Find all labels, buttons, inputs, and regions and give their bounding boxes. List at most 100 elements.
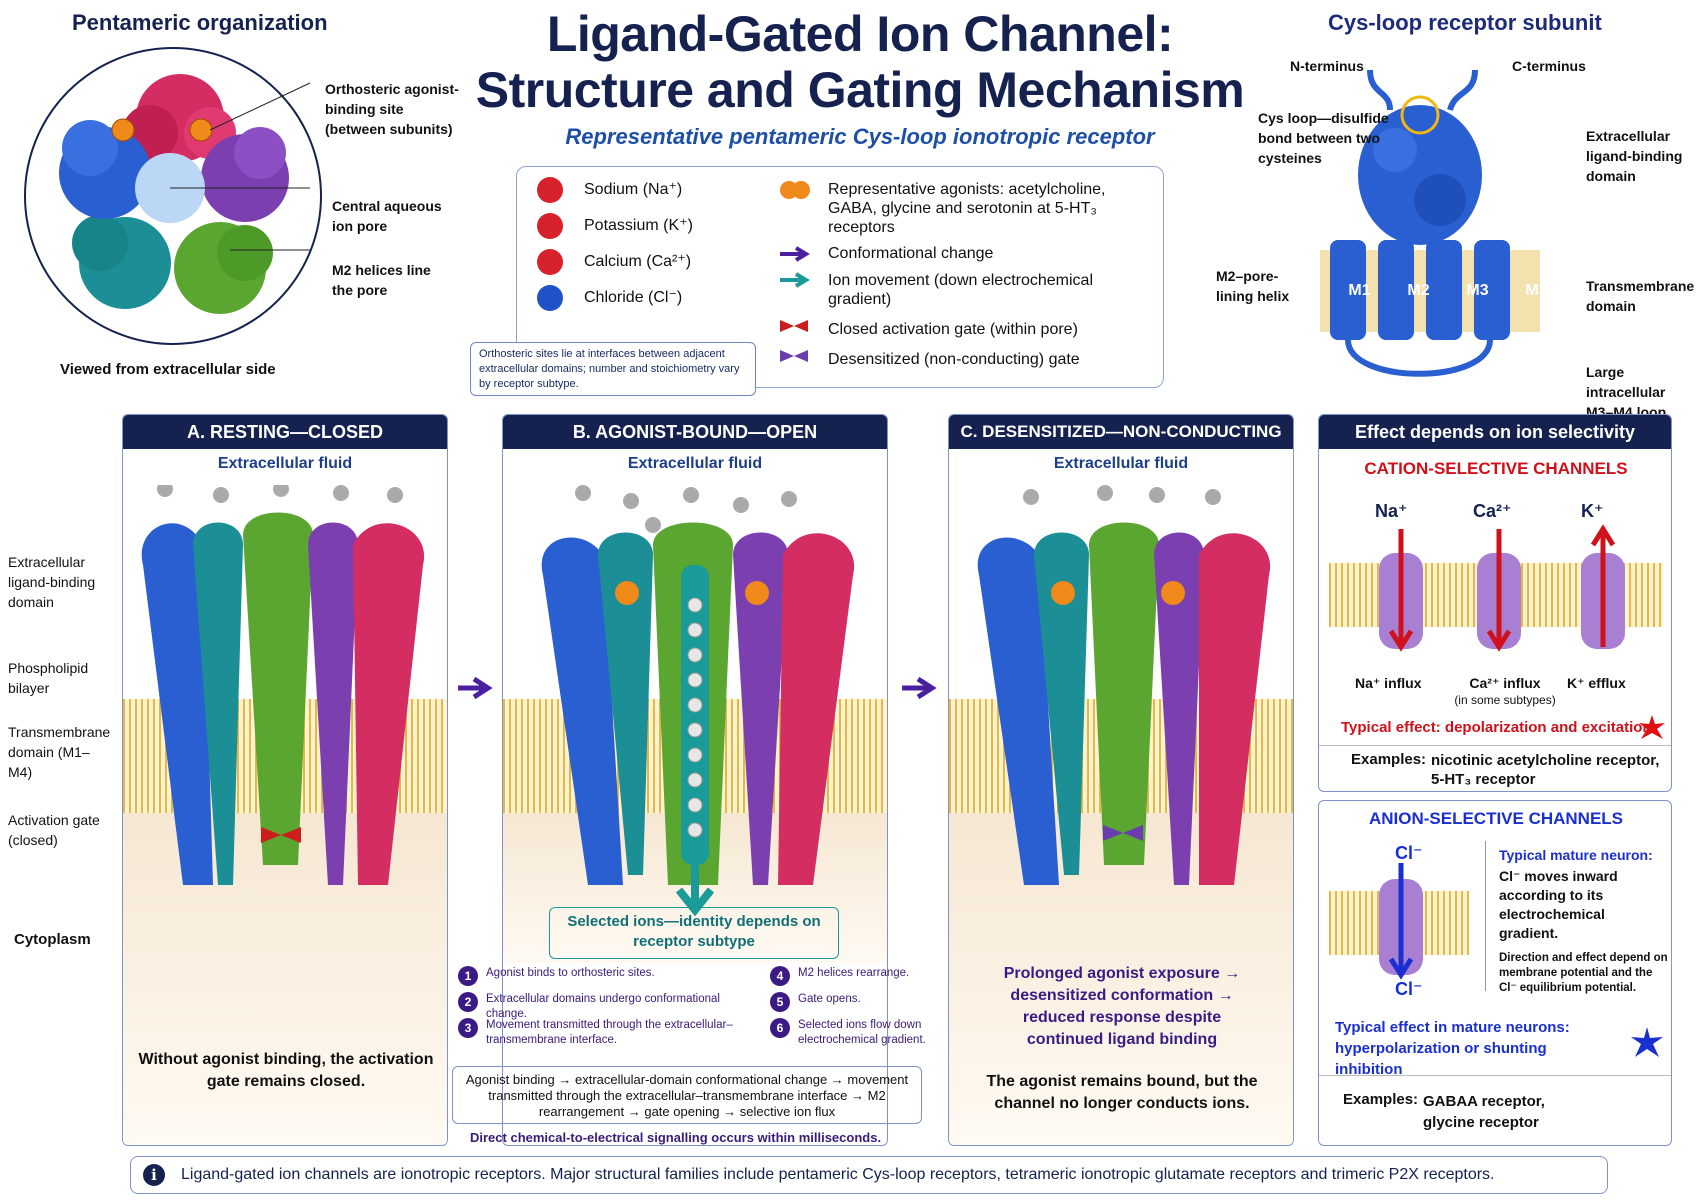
panel-desensitized: C. DESENSITIZED—NON-CONDUCTING Extracell… <box>948 414 1294 1146</box>
orthosteric-note: Orthosteric sites lie at interfaces betw… <box>470 342 756 396</box>
symbol-legend-icons <box>780 181 810 362</box>
channel-closed <box>141 485 425 885</box>
selected-ions-box: Selected ions—identity depends on recept… <box>549 907 839 959</box>
tm-helices <box>1330 240 1510 340</box>
side-label-bilayer: Phospholipid bilayer <box>8 660 89 696</box>
desensitization-sequence: Prolonged agonist exposure → desensitize… <box>1003 965 1241 1048</box>
legend-sodium: Sodium (Na⁺) <box>584 181 683 198</box>
cation-channels <box>1379 524 1625 652</box>
pentamer-caption: Viewed from extracellular side <box>60 361 276 378</box>
label-c-terminus: C-terminus <box>1512 58 1586 74</box>
ca-influx-arrow-icon <box>1486 529 1512 652</box>
channel-open <box>541 485 855 917</box>
subunit-purple <box>201 127 289 222</box>
label-n-terminus: N-terminus <box>1290 58 1364 74</box>
panel-d-header: Effect depends on ion selectivity <box>1319 415 1671 449</box>
side-label-tmd: Transmembrane domain (M1–M4) <box>8 724 111 780</box>
helix-m1-label: M1 <box>1348 282 1371 299</box>
pentamer-heading: Pentameric organization <box>72 10 328 35</box>
label-m3-m4-loop: Large intracellular M3–M4 loop <box>1586 364 1667 420</box>
helix-labels: M1 M2 M3 M3 <box>1326 282 1566 300</box>
arrow-a-to-b <box>458 676 493 700</box>
footer-note: i Ligand-gated ion channels are ionotrop… <box>130 1156 1608 1194</box>
pentamer-diagram <box>24 47 322 345</box>
m3-m4-loop <box>1345 339 1493 377</box>
panel-c-caption: The agonist remains bound, but the chann… <box>986 1073 1258 1112</box>
anion-neuron-title: Typical mature neuron: <box>1499 847 1653 863</box>
label-cys-loop: Cys loop—disulfide bond between two cyst… <box>1258 110 1389 166</box>
label-orthosteric-site: Orthosteric agonist-binding site (betwee… <box>325 81 459 137</box>
agonist-site-icon <box>111 118 135 142</box>
helix-m3-label: M3 <box>1466 282 1489 299</box>
cation-examples: nicotinic acetylcholine receptor, 5-HT₃ … <box>1431 752 1660 788</box>
anion-effect: Typical effect in mature neurons: hyperp… <box>1335 1019 1570 1078</box>
closed-gate-icon <box>780 320 808 332</box>
info-icon: i <box>143 1164 165 1186</box>
subunit-heading: Cys-loop receptor subunit <box>1328 10 1602 35</box>
chloride-ion-icon <box>537 285 563 311</box>
helix-m4-label: M3 <box>1525 282 1548 299</box>
cys-loop-icon <box>1400 95 1440 135</box>
agonist-icon <box>615 581 639 605</box>
panel-b-fluid: Extracellular fluid <box>627 455 763 472</box>
label-subunit-tmd: Transmembrane domain <box>1586 278 1695 314</box>
desensitized-gate-icon <box>1103 825 1143 841</box>
cation-effect: Typical effect: depolarization and excit… <box>1341 719 1652 736</box>
page-subtitle: Representative pentameric Cys-loop ionot… <box>565 124 1155 149</box>
k-efflux-arrow-icon <box>1590 524 1616 647</box>
legend-conformational: Conformational change <box>828 245 994 262</box>
gating-flow-box: Agonist binding → extracellular-domain c… <box>452 1066 922 1124</box>
desensitized-gate-icon <box>780 350 808 362</box>
channel-desensitized <box>977 485 1271 885</box>
label-central-pore: Central aqueous ion pore <box>332 198 442 234</box>
anion-channel <box>1379 863 1423 980</box>
agonist-site-icon <box>189 118 213 142</box>
agonist-icon <box>1051 581 1075 605</box>
ca-influx-label: Ca²⁺ influx <box>1469 675 1541 691</box>
sodium-ion-icon <box>537 177 563 203</box>
cation-ion-ca: Ca²⁺ <box>1473 501 1512 521</box>
panel-anion: ANION-SELECTIVE CHANNELS Cl⁻ Cl⁻ Typical… <box>1318 800 1672 1146</box>
subunit-teal <box>72 215 171 309</box>
legend-chloride: Chloride (Cl⁻) <box>584 289 683 306</box>
legend-calcium: Calcium (Ca²⁺) <box>584 253 692 270</box>
subunit-green <box>174 222 273 314</box>
subunit-diagram <box>1320 69 1540 377</box>
legend-box <box>516 166 1164 388</box>
anion-examples-lead: Examples: <box>1343 1091 1419 1108</box>
legend-potassium: Potassium (K⁺) <box>584 217 693 234</box>
k-efflux-label: K⁺ efflux <box>1567 675 1626 691</box>
ion-flow-arrow-icon <box>675 865 715 917</box>
label-m2-pore: M2–pore-lining helix <box>1216 268 1290 304</box>
legend-desensitized-gate: Desensitized (non-conducting) gate <box>828 351 1080 368</box>
cl-influx-arrow-icon <box>1388 863 1414 980</box>
cation-examples-lead: Examples: <box>1351 751 1427 768</box>
agonist-icon <box>745 581 769 605</box>
panel-a-cytoplasm <box>123 813 447 1145</box>
anion-neuron-text: Cl⁻ moves inward according to its electr… <box>1499 868 1618 941</box>
anion-examples: GABAA receptor, glycine receptor <box>1423 1093 1545 1131</box>
label-subunit-ecd: Extracellular ligand-binding domain <box>1586 128 1683 184</box>
panel-resting: A. RESTING—CLOSED Extracellular fluid Wi… <box>122 414 448 1146</box>
ion-legend-icons <box>537 177 563 311</box>
potassium-ion-icon <box>537 213 563 239</box>
anion-small-note: Direction and effect depend on membrane … <box>1499 952 1668 994</box>
panel-open: B. AGONIST-BOUND—OPEN Extracellular flui… <box>502 414 888 1146</box>
anion-title: ANION-SELECTIVE CHANNELS <box>1368 809 1624 828</box>
legend-agonists: Representative agonists: acetylcholine, … <box>828 181 1106 236</box>
subunit-blue <box>59 120 151 219</box>
agonist-icon <box>1161 581 1185 605</box>
anion-ion-bottom: Cl⁻ <box>1395 979 1423 999</box>
panel-cation: Effect depends on ion selectivity CATION… <box>1318 414 1672 792</box>
legend-closed-gate: Closed activation gate (within pore) <box>828 321 1078 338</box>
cation-ion-k: K⁺ <box>1581 501 1604 521</box>
excitation-burst-icon <box>1639 715 1665 739</box>
na-influx-arrow-icon <box>1388 529 1414 652</box>
calcium-ion-icon <box>537 249 563 275</box>
